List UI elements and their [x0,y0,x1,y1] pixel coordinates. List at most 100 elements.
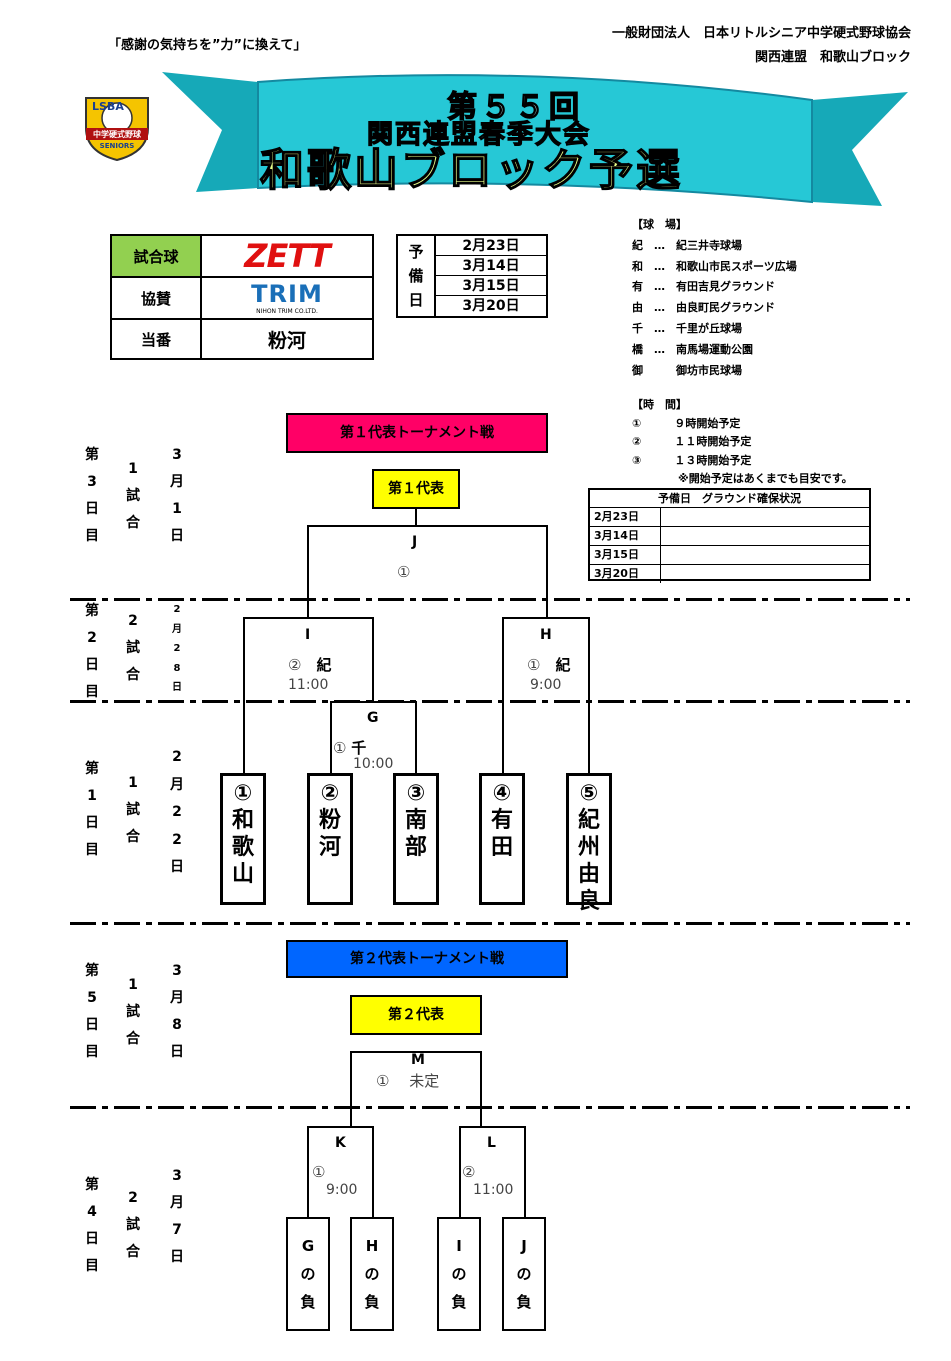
game-m-slot-note: ① 未定 [376,1072,440,1090]
grounds-title: 【球 場】 [632,218,687,231]
reserve-days-table: 予 備 日 2月23日 3月14日 3月15日 3月20日 [396,234,548,318]
game-h-slot-ground: ① 紀 [527,656,571,674]
ball-label-cell: 試合球 [112,236,202,278]
reserve-date: 3月14日 [436,256,546,276]
slogan: 「感謝の気持ちを”力”に換えて」 [108,38,307,53]
game-l-time: 11:00 [473,1182,514,1198]
game-k-time: 9:00 [326,1182,358,1198]
ground-status-title: 予備日 グラウンド確保状況 [590,490,869,508]
game-slot-j: ① [397,563,411,581]
ground-item: 由 … 由良町民グラウンド [632,301,775,315]
ground-item: 千 … 千里が丘球場 [632,321,742,335]
game-label-i: I [305,627,311,643]
banner-line1: 第５５回 [446,89,583,125]
title-banner: 第５５回 関西連盟春季大会 和歌山ブロック予選 [162,70,908,210]
game-label-m: M [411,1052,425,1068]
lsba-logo: LSBA 中学硬式野球 SENIORS [78,84,156,162]
game-label-h: H [540,627,552,643]
duty-label: 当番 [140,330,171,349]
game-k-slot: ① [312,1163,326,1181]
banner-line3: 和歌山ブロック予選 [259,144,683,197]
ground-item: 紀 … 紀三井寺球場 [632,238,742,252]
sponsor-value-cell: TRIM NIHON TRIM CO.LTD. [202,278,372,320]
ground-status-row: 3月15日 [590,546,869,565]
reserve-date: 3月15日 [436,276,546,296]
banner-line2: 関西連盟春季大会 [366,119,592,150]
game-g-time: 10:00 [353,756,394,772]
day-divider [70,700,910,703]
day-divider [70,1106,910,1109]
info-table: 試合球 ZETT 協賛 TRIM NIHON TRIM CO.LTD. 当番 粉… [110,234,374,360]
time-item: ③ １３時開始予定 [632,453,752,467]
logo-text-top: LSBA [92,100,124,113]
trim-logo-sub: NIHON TRIM CO.LTD. [256,308,318,315]
ground-item: 和 … 和歌山市民スポーツ広場 [632,259,797,273]
sponsor-label: 協賛 [140,289,171,308]
ball-value-cell: ZETT [202,236,372,278]
reserve-label-char: 備 [408,267,424,285]
tournament2-title: 第２代表トーナメント戦 [286,940,568,978]
game-label-j: J [412,534,418,550]
game-label-l: L [487,1135,496,1151]
organization-name: 一般財団法人 日本リトルシニア中学硬式野球協会 [611,26,911,41]
day-divider [70,598,910,601]
game-i-time: 11:00 [288,677,329,693]
duty-value-cell: 粉河 [202,320,372,358]
ground-item: 御 御坊市民球場 [632,363,742,377]
ground-status-table: 予備日 グラウンド確保状況 2月23日 3月14日 3月15日 3月20日 [588,488,871,583]
duty-label-cell: 当番 [112,320,202,358]
time-item: ② １１時開始予定 [632,435,752,449]
reserve-date: 3月20日 [462,298,520,314]
sponsor-label-cell: 協賛 [112,278,202,320]
logo-text-bottom: SENIORS [99,142,135,150]
tournament1-title: 第１代表トーナメント戦 [286,413,548,453]
branch-name: 関西連盟 和歌山ブロック [754,50,911,65]
reserve-label-char: 予 [408,243,424,261]
reserve-days-label: 予 備 日 [398,236,436,316]
logo-text-middle: 中学硬式野球 [93,130,141,139]
tournament2-winner: 第２代表 [350,995,482,1035]
ball-label: 試合球 [133,247,179,266]
ground-item: 橋 … 南馬場運動公園 [632,342,753,356]
game-h-time: 9:00 [530,677,562,693]
times-title: 【時 間】 [632,398,687,411]
game-label-k: K [335,1135,346,1151]
game-g-slot-ground: ① 千 [333,739,367,757]
section-divider [70,922,910,925]
game-l-slot: ② [462,1163,476,1181]
time-item: ① ９時開始予定 [632,416,741,430]
ground-status-row: 3月14日 [590,527,869,546]
grounds-list: 【球 場】 紀 … 紀三井寺球場 和 … 和歌山市民スポーツ広場 有 … 有田吉… [632,215,797,381]
reserve-date: 2月23日 [436,236,546,256]
times-list: 【時 間】 ① ９時開始予定 ② １１時開始予定 ③ １３時開始予定 ※開始予定… [632,396,853,489]
tournament1-winner: 第１代表 [372,469,460,509]
ground-item: 有 … 有田吉見グラウンド [632,280,775,294]
times-note: ※開始予定はあくまでも目安です。 [678,472,853,486]
ground-status-row: 2月23日 [590,508,869,527]
trim-logo: TRIM [251,280,323,308]
game-i-slot-ground: ② 紀 [288,656,332,674]
duty-value: 粉河 [267,329,306,352]
